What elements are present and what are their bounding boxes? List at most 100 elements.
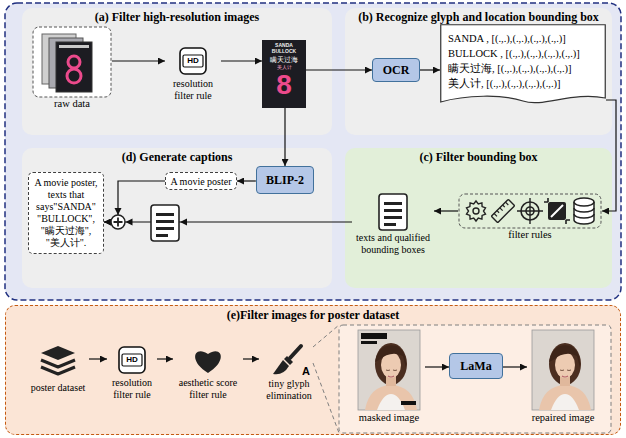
icon-shape [195, 351, 221, 373]
heart-icon [173, 343, 243, 377]
rules-icon [458, 193, 602, 229]
repaired-image: repaired image [527, 328, 599, 424]
panel: (c) Filter bounding box texts and qualifi… [345, 148, 612, 288]
icon-shape [401, 401, 416, 405]
poster-image: SANDA BULLOCK瞒天过海美人计8 [262, 40, 306, 108]
node-text: A [302, 366, 310, 377]
repaired-icon [527, 328, 599, 412]
poster-dataset: poster dataset [27, 342, 89, 394]
icon-area [27, 342, 89, 382]
node-text: OCR [383, 63, 410, 78]
node-text: A movie poster [170, 176, 231, 187]
masked-icon [353, 328, 425, 412]
icon-shape [180, 48, 206, 74]
caption-box: A movie poster, texts that says"SANDA" "… [28, 172, 104, 254]
doc-icon [352, 192, 434, 232]
icon-area [32, 26, 112, 98]
node-text: SANDA BULLOCK [271, 43, 297, 54]
icon-shape [290, 346, 301, 358]
icon-shape [532, 330, 594, 410]
ocr-box: OCR [372, 58, 420, 82]
filter-rules: filter rules [458, 193, 602, 241]
node-text: poster dataset [27, 382, 89, 394]
icon-shape [491, 199, 514, 222]
panel: (d) Generate captions A movie poster, tex… [22, 148, 332, 288]
icon-shape [361, 333, 387, 339]
icon-shape [491, 199, 514, 222]
node-text: 8 [276, 71, 292, 99]
icon-shape [183, 55, 203, 67]
icon-shape [562, 376, 568, 377]
node-text: LaMa [460, 359, 491, 374]
icon-shape [56, 42, 92, 92]
raw-data: raw data [32, 26, 112, 110]
icon-shape [551, 205, 563, 217]
zoom-box [339, 325, 611, 433]
icon-shape [41, 360, 75, 367]
node-text: SANDA , [(.,.),(.,.),(.,.),(.,.)] [448, 31, 600, 46]
node-text: repaired image [527, 412, 599, 424]
icon-shape [365, 385, 417, 410]
node-text: filter rules [458, 229, 602, 241]
icon-shape [358, 330, 420, 410]
icon-shape [119, 347, 145, 373]
raw-icon [32, 26, 112, 98]
panel-title: (e)Filter images for poster dataset [6, 306, 620, 322]
icon-shape [473, 208, 479, 214]
icon-shape [549, 345, 580, 368]
icon-shape [384, 216, 402, 219]
icon-shape [68, 56, 80, 68]
document-outline [441, 25, 606, 103]
icon-shape [59, 45, 89, 48]
node-text: A movie poster, texts that says"SANDA" "… [32, 177, 100, 249]
icon-shape [386, 370, 397, 372]
icon-area: A [259, 343, 319, 378]
hd-filter: HD resolution filter rule [107, 343, 157, 400]
node-text: HD [126, 356, 138, 364]
node-text: texts and qualified bounding boxes [352, 232, 434, 255]
icon-shape [41, 346, 75, 360]
short-caption: A movie poster [165, 172, 237, 190]
icon-area [353, 328, 425, 412]
icon-area [352, 192, 434, 232]
icon-shape [384, 223, 396, 226]
icon-shape [548, 202, 566, 220]
icon-area [527, 328, 599, 412]
icon-shape [459, 194, 601, 228]
panel: (a) Filter high-resolution images raw dat… [22, 8, 332, 135]
node-text: resolution filter rule [165, 78, 221, 101]
zoom-leader [313, 325, 339, 433]
icon-shape [375, 345, 406, 368]
icon-shape [384, 202, 402, 205]
icon-shape [273, 360, 289, 374]
lama-box: LaMa [449, 353, 503, 379]
layers-icon [27, 342, 89, 382]
pipeline-region [5, 3, 621, 300]
icon-shape [122, 354, 142, 366]
icon-shape [574, 198, 594, 206]
icon-area [173, 343, 243, 377]
icon-shape [551, 394, 579, 410]
node-text: 美人计, [(.,.),(.,.),(.,.),(.,.)] [448, 76, 600, 91]
icon-shape [375, 343, 407, 385]
node-text: HD [187, 57, 199, 65]
icon-shape [549, 343, 581, 385]
panel-title: (a) Filter high-resolution images [22, 8, 332, 24]
node-text: resolution filter rule [107, 377, 157, 400]
icon-shape [377, 394, 405, 410]
icon-shape [388, 376, 394, 377]
node-text: tiny glyph elimination [259, 378, 319, 401]
glyph-elimination: Atiny glyph elimination [259, 343, 319, 401]
icon-shape [544, 198, 570, 224]
icon-shape [467, 201, 486, 221]
hd-filter: HD resolution filter rule [165, 44, 221, 101]
icon-shape [384, 209, 402, 212]
panel: (b) Recognize glyph and location boundin… [345, 8, 612, 135]
panel-title: (b) Recognize glyph and location boundin… [345, 8, 612, 24]
panel-title: (c) Filter bounding box [345, 148, 612, 164]
blip-box: BLIP-2 [256, 166, 314, 194]
icon-shape [539, 385, 591, 410]
panel: (e)Filter images for poster dataset poste… [5, 305, 621, 435]
icon-shape [33, 27, 111, 97]
panel-title: (d) Generate captions [22, 148, 332, 164]
